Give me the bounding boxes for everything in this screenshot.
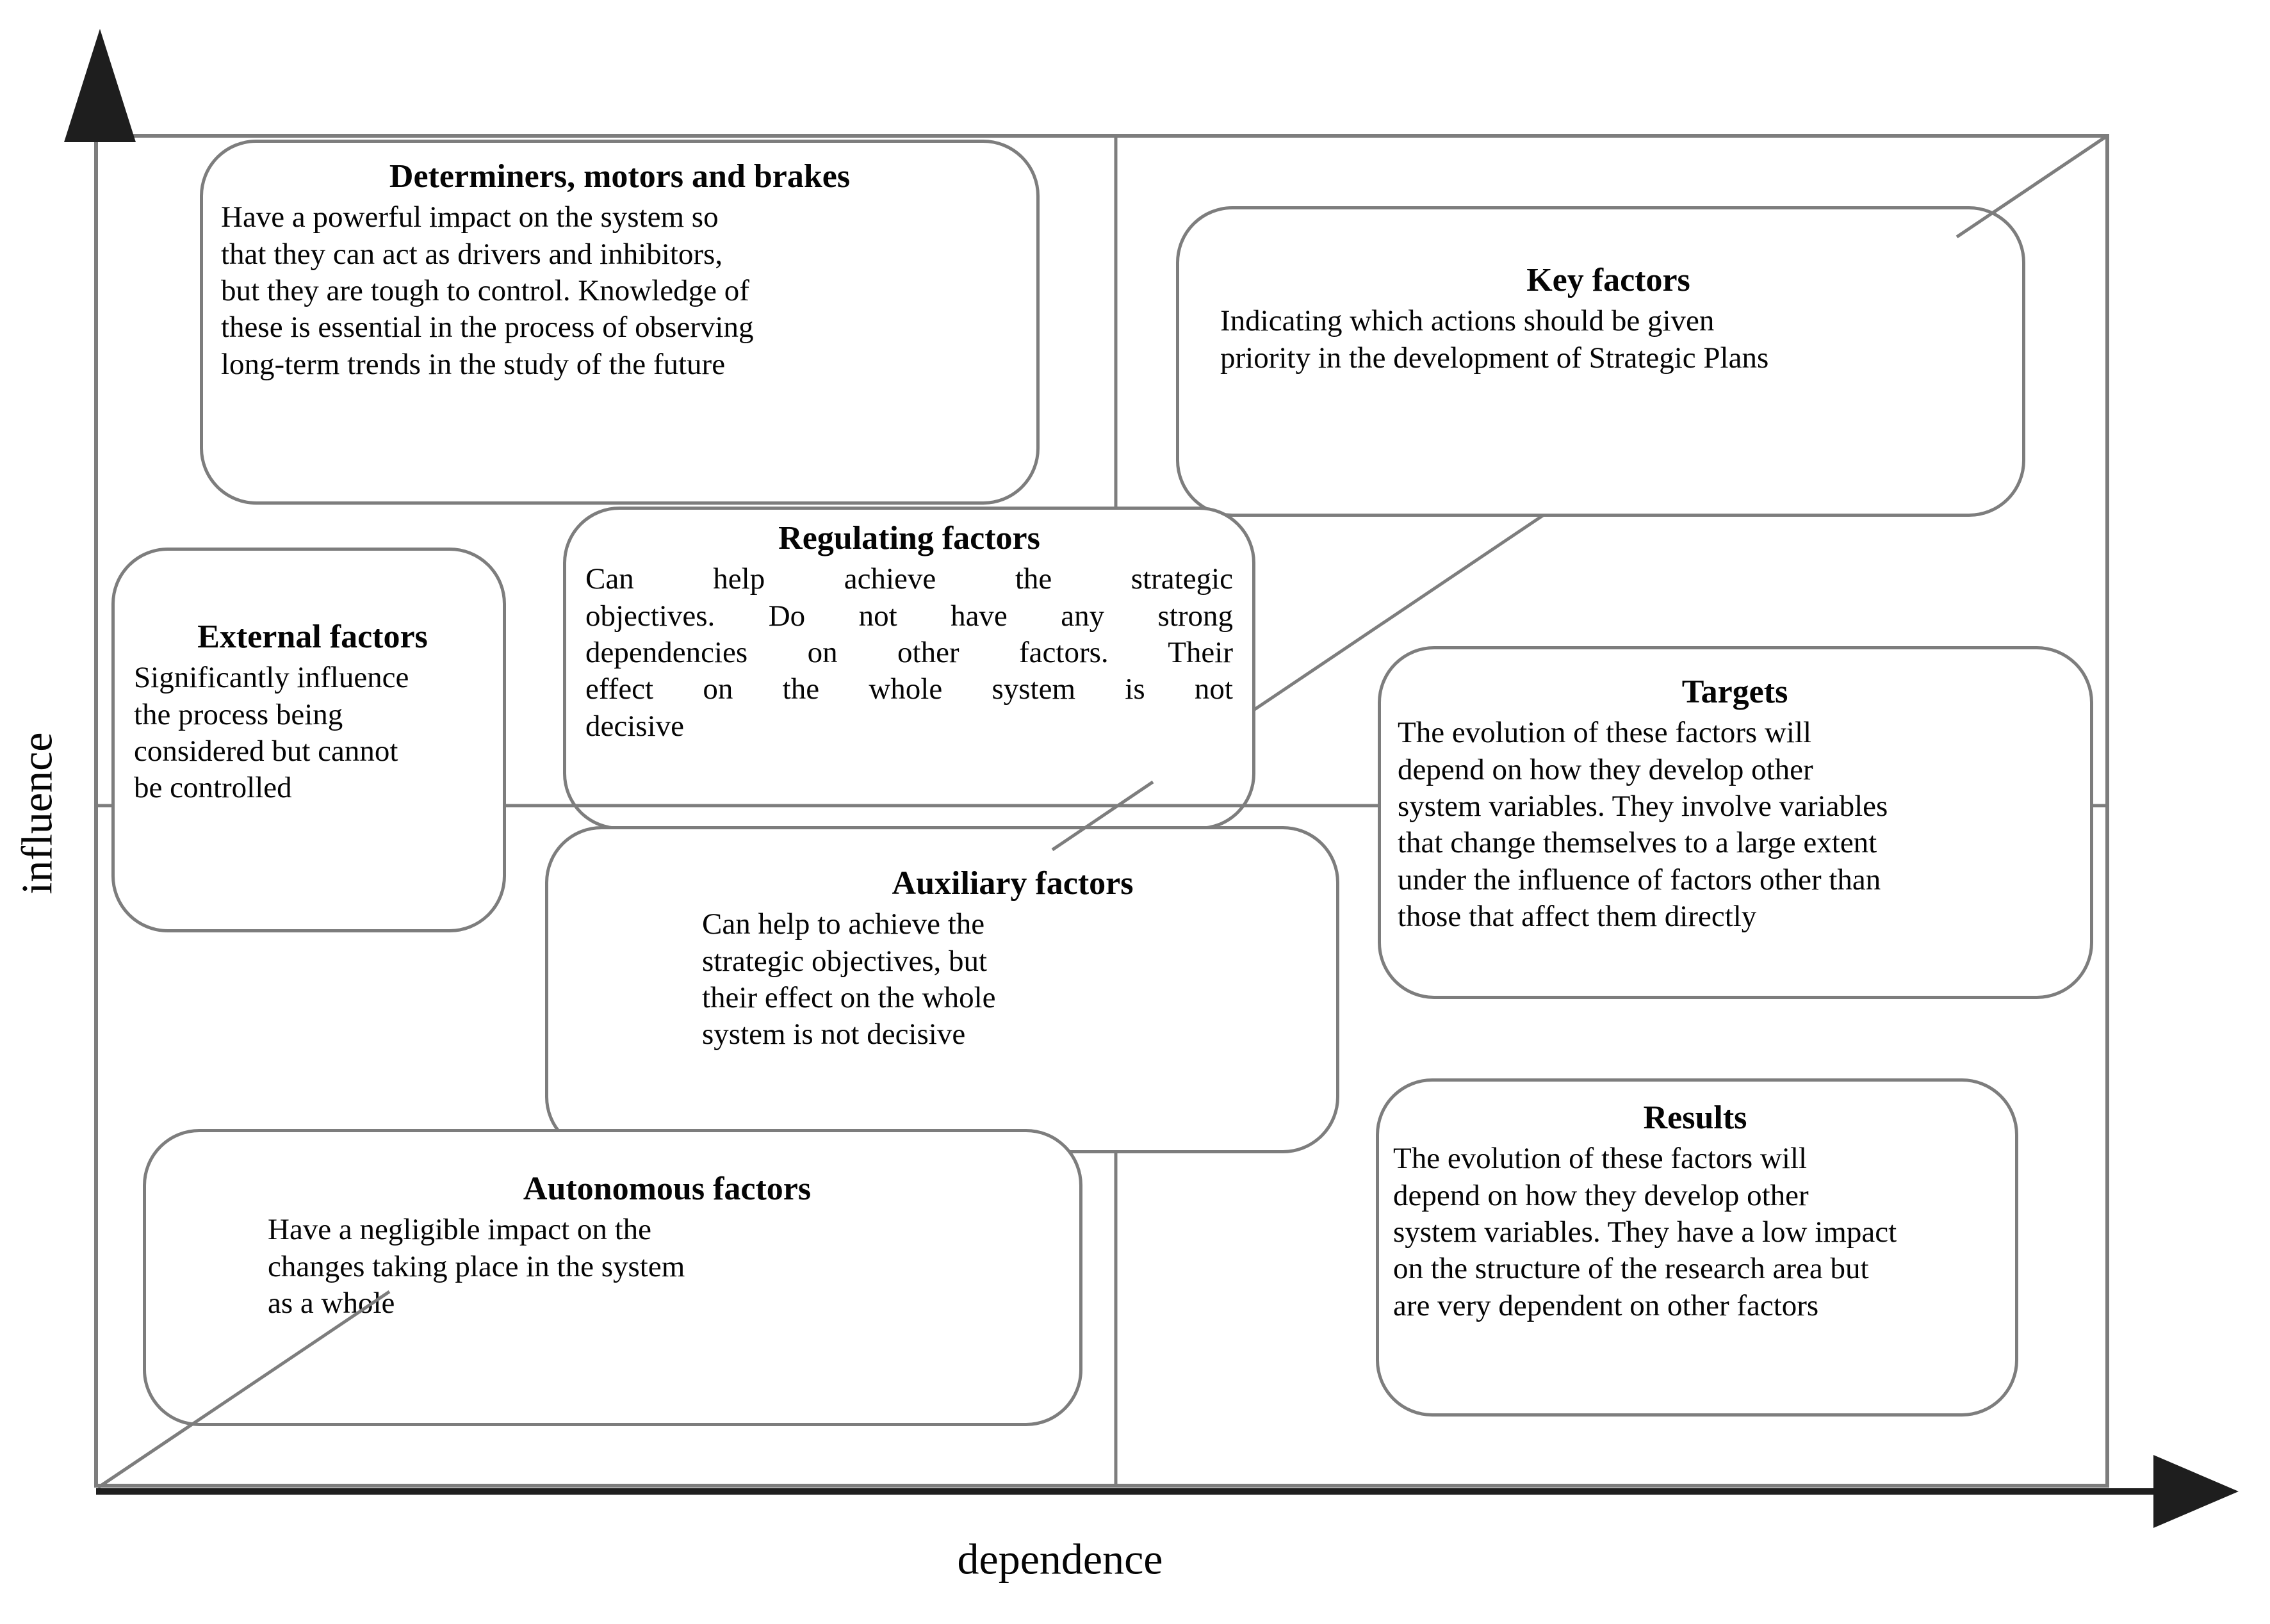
box-key-factors-title: Key factors: [1526, 262, 1690, 298]
box-autonomous-factors-body: Have a negligible impact on the changes …: [268, 1213, 685, 1320]
box-auxiliary-factors: Auxiliary factors Can help to achieve th…: [545, 826, 1339, 1153]
box-auxiliary-factors-title: Auxiliary factors: [892, 865, 1134, 902]
box-external-factors-title: External factors: [197, 619, 428, 655]
box-targets-title: Targets: [1681, 674, 1788, 710]
box-results-title: Results: [1643, 1100, 1747, 1136]
box-targets: Targets The evolution of these factors w…: [1378, 646, 2093, 999]
box-determiners-body: Have a powerful impact on the system so …: [221, 200, 754, 381]
box-autonomous-factors-title: Autonomous factors: [523, 1171, 812, 1207]
box-external-factors-body: Significantly influence the process bein…: [134, 661, 409, 805]
box-determiners-title: Determiners, motors and brakes: [389, 158, 851, 195]
y-axis-label: influence: [12, 732, 61, 895]
x-axis-label: dependence: [957, 1534, 1163, 1584]
box-results: Results The evolution of these factors w…: [1376, 1078, 2018, 1417]
box-regulating-factors: Regulating factors Can help achieve the …: [563, 507, 1255, 830]
box-key-factors: Key factors Indicating which actions sho…: [1176, 206, 2025, 517]
box-auxiliary-factors-body: Can help to achieve the strategic object…: [702, 907, 996, 1052]
box-regulating-factors-title: Regulating factors: [778, 520, 1040, 556]
box-autonomous-factors: Autonomous factors Have a negligible imp…: [143, 1129, 1082, 1426]
box-external-factors: External factors Significantly influence…: [111, 548, 506, 932]
matrix-frame: [94, 134, 2109, 1488]
box-key-factors-body: Indicating which actions should be given…: [1220, 304, 1769, 375]
box-determiners: Determiners, motors and brakes Have a po…: [200, 140, 1040, 505]
box-regulating-factors-body: Can help achieve the strategic objective…: [585, 562, 1233, 743]
box-targets-body: The evolution of these factors will depe…: [1398, 716, 1888, 934]
box-results-body: The evolution of these factors will depe…: [1393, 1142, 1897, 1322]
